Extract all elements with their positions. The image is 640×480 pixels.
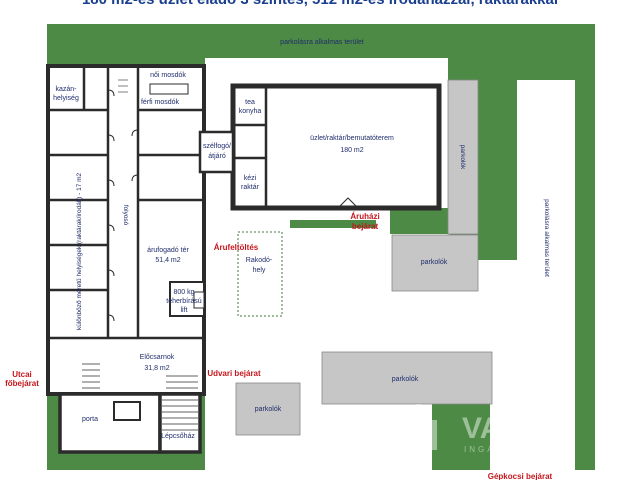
- watermark-logo-bar-1: [408, 414, 413, 450]
- parking-area-top-label: parkolásra alkalmas terület: [280, 39, 364, 46]
- eloscarnok-label-1: Előcsarnok: [140, 354, 175, 361]
- watermark-main: VAROS: [462, 412, 566, 445]
- lift-door: [193, 291, 205, 309]
- ferfi-mosdok-label: férfi mosdók: [141, 99, 180, 106]
- utcai-label-2: főbejárat: [5, 379, 39, 388]
- parkolok-right-label: parkolók: [421, 259, 448, 266]
- wc-fixtures: [149, 83, 189, 95]
- arubazi-label-1: Áruházi: [350, 212, 379, 221]
- noi-mosdok-label: női mosdók: [150, 72, 186, 79]
- lift-label-3: lift: [181, 307, 188, 314]
- szelfogo-label-2: átjáró: [208, 153, 226, 160]
- arufogado-label-1: árufogadó tér: [147, 247, 189, 254]
- teakonyha-label-1: tea: [245, 99, 255, 106]
- watermark-logo-bar-4: [432, 420, 437, 450]
- porta-label: porta: [82, 416, 98, 423]
- watermark-logo-bar-2: [416, 404, 421, 450]
- courtyard-lower-3: [322, 396, 432, 470]
- courtyard-top: [205, 58, 448, 80]
- shop-windows: [268, 83, 442, 211]
- gepkocsi-label: Gépkocsi bejárat: [488, 472, 553, 480]
- uzlet-label-1: üzlet/raktár/bemutatóterem: [310, 135, 394, 142]
- parking-mid: [321, 351, 493, 405]
- kazan-label-1: kazán-: [55, 86, 77, 93]
- loading-area: [237, 231, 283, 317]
- lepcsohaz-label: Lépcsőház: [161, 433, 195, 440]
- parking-area-right-label: parkolásra alkalmas terület: [543, 199, 550, 277]
- green-strip: [290, 220, 376, 228]
- parkolok-bottom-label: parkolók: [255, 406, 282, 413]
- interior-walls: [48, 68, 204, 340]
- passage: [198, 130, 235, 174]
- corridor-markers: [118, 79, 128, 93]
- kezi-label-2: raktár: [241, 184, 260, 191]
- uzlet-label-2: 180 m2: [340, 147, 363, 154]
- teakonyha-label-2: konyha: [239, 108, 262, 115]
- parkolok-vertical-label: parkolók: [459, 145, 466, 170]
- kazan-label-2: helyiség: [53, 95, 79, 102]
- parking-bottom: [235, 382, 301, 436]
- lift-label-2: teherbírású: [166, 298, 202, 305]
- right-driveway: [517, 80, 553, 470]
- shop-interior-walls: [233, 88, 268, 206]
- stairs: [82, 363, 198, 431]
- kulonbozo-label: különböző méretű helyiségek (raktárak/ir…: [76, 172, 83, 330]
- main-building: [46, 64, 206, 396]
- lower-building: [58, 392, 202, 454]
- kezi-label-1: kézi: [244, 175, 257, 182]
- folyoso-label: folyosó: [122, 205, 129, 226]
- porta-desk: [113, 401, 141, 421]
- arubazi-label-2: bejárat: [352, 222, 379, 231]
- eloscarnok-label-2: 31,8 m2: [144, 365, 169, 372]
- parking-vertical: [447, 79, 479, 235]
- doors: [107, 89, 139, 322]
- lift-label-1: 800 kg: [173, 289, 194, 296]
- rakodo-label-2: hely: [253, 267, 266, 274]
- watermark-sub: INGATLANIRODA: [464, 445, 568, 454]
- utcai-label-1: Utcai: [12, 370, 32, 379]
- szelfogo-label-1: szélfogó/: [203, 143, 231, 150]
- page-title: 180 m2-es üzlet eladó 3 szintes, 512 m2-…: [0, 0, 640, 8]
- arufeltoltes-label: Árufeltöltés: [214, 243, 259, 252]
- shop-building: [230, 83, 442, 211]
- parkolok-mid-label: parkolók: [392, 376, 419, 383]
- shop-door: [339, 197, 357, 207]
- car-entrance-lane: [490, 396, 520, 470]
- parking-right: [391, 234, 479, 292]
- arufogado-label-2: 51,4 m2: [155, 257, 180, 264]
- udvari-label: Udvari bejárat: [207, 369, 261, 378]
- rakodo-label-1: Rakodó-: [246, 257, 273, 264]
- watermark: VAROS INGATLANIRODA: [408, 404, 568, 454]
- watermark-logo-bar-3: [424, 410, 429, 450]
